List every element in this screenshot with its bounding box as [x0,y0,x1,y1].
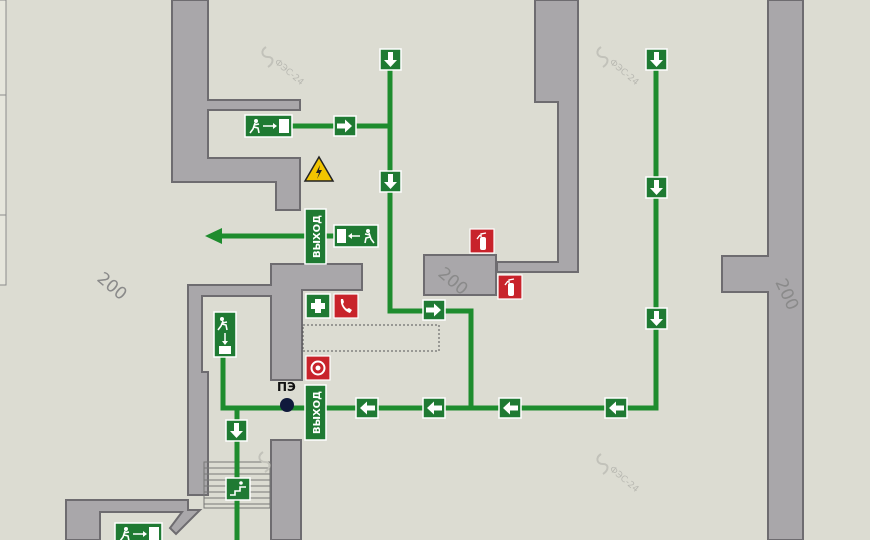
exit-sign-lower: ВЫХОД [304,384,327,441]
running-man-exit-icon [114,522,163,540]
right-arrow-icon [422,299,446,321]
left-arrow-icon [355,397,379,419]
watermark-logo-icon [258,451,271,473]
exit-sign-upper: ВЫХОД [304,208,327,265]
first-aid-icon [305,293,331,319]
wall-box-middle [423,254,497,296]
down-arrow-icon [645,48,668,71]
wall-bottom-left [65,499,203,540]
wall-right-corridor [721,0,804,540]
fire-extinguisher-icon [497,274,523,300]
wall-upper-left [171,0,301,211]
running-man-exit-icon [244,114,293,138]
down-arrow-icon [379,170,402,193]
high-voltage-warning-icon [303,155,335,182]
exit-label-lower: ВЫХОД [312,391,323,434]
running-man-exit-icon [213,311,237,358]
fire-alarm-button-icon [305,355,331,381]
wall-bottom-center [270,439,302,540]
wall-center-block [187,263,363,496]
left-arrow-icon [422,397,446,419]
equipment-outline [302,324,440,352]
exit-label-upper: ВЫХОД [312,215,323,258]
fire-extinguisher-icon [469,228,495,254]
stair-exit-sign [225,477,251,501]
phone-icon [333,293,359,319]
down-arrow-icon [225,419,248,442]
down-arrow-icon [645,307,668,330]
phone-point-marker [280,398,294,412]
down-arrow-icon [379,48,402,71]
left-arrow-icon [498,397,522,419]
down-arrow-icon [645,176,668,199]
left-panel-edge [0,0,7,286]
phone-point-label: ПЭ [277,380,296,394]
running-man-exit-icon [333,224,379,248]
right-arrow-icon [333,115,357,137]
left-arrow-icon [604,397,628,419]
